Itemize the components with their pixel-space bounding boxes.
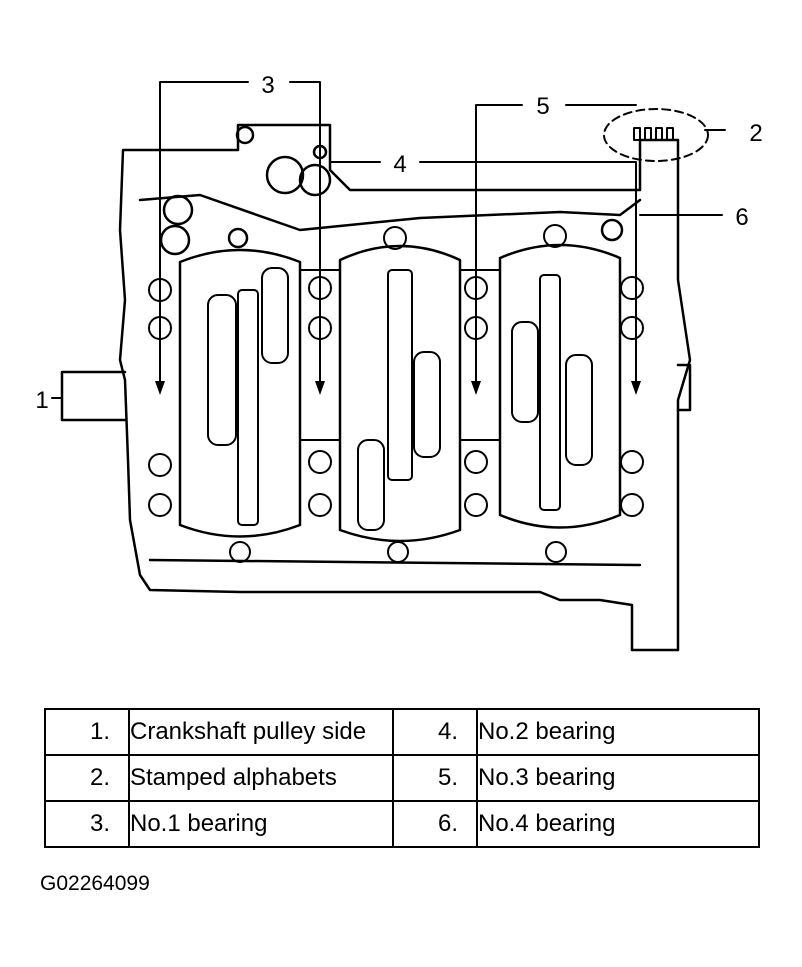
legend-number: 5. — [392, 754, 478, 802]
legend-table: 1. Crankshaft pulley side 4. No.2 bearin… — [44, 708, 760, 848]
callout-1: 1 — [35, 387, 48, 414]
callout-2: 2 — [749, 120, 762, 147]
legend-number: 3. — [44, 800, 130, 848]
callout-6: 6 — [735, 204, 748, 231]
stamped-alphabets-marker — [603, 108, 709, 162]
engine-block-diagram: 3 4 5 6 1 2 — [35, 72, 763, 652]
engine-block-outline — [118, 123, 692, 652]
callout-4: 4 — [393, 151, 406, 178]
bay-3 — [498, 243, 622, 529]
legend-row: 2. Stamped alphabets 5. No.3 bearing — [44, 754, 760, 802]
bay-1 — [178, 248, 302, 538]
legend-number: 2. — [44, 754, 130, 802]
legend-label: No.1 bearing — [128, 800, 394, 848]
legend-label: No.2 bearing — [476, 708, 760, 756]
legend-number: 4. — [392, 708, 478, 756]
leader-5 — [475, 104, 637, 391]
legend-label: Stamped alphabets — [128, 754, 394, 802]
legend-row: 1. Crankshaft pulley side 4. No.2 bearin… — [44, 708, 760, 756]
legend-label: No.3 bearing — [476, 754, 760, 802]
legend-number: 6. — [392, 800, 478, 848]
legend-row: 3. No.1 bearing 6. No.4 bearing — [44, 800, 760, 848]
callout-3: 3 — [261, 72, 274, 99]
legend-number: 1. — [44, 708, 130, 756]
legend-label: Crankshaft pulley side — [128, 708, 394, 756]
figure-id: G02264099 — [40, 872, 150, 895]
callout-5: 5 — [536, 93, 549, 120]
bay-2 — [338, 244, 462, 543]
crankshaft-pulley-stub — [60, 370, 127, 422]
legend-label: No.4 bearing — [476, 800, 760, 848]
leader-3 — [159, 81, 321, 391]
leader-4 — [329, 161, 637, 391]
